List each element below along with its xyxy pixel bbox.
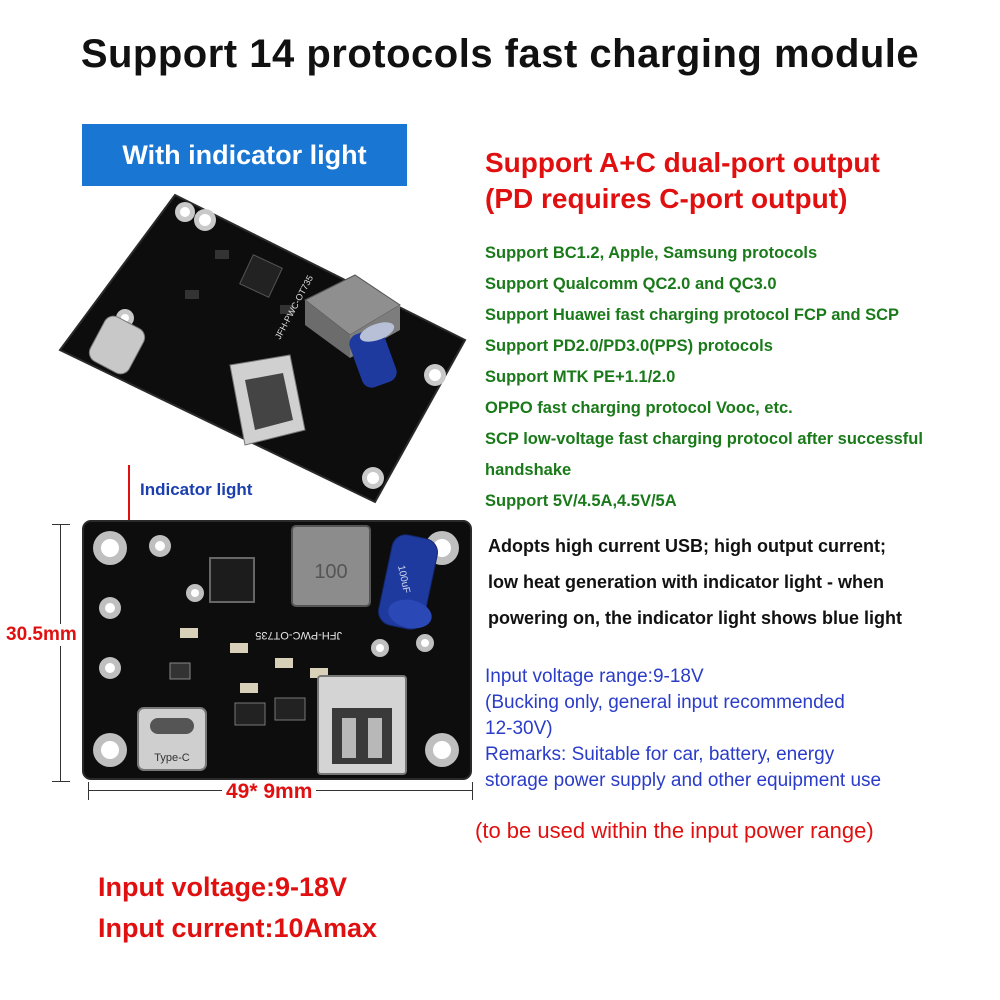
- headline: Support A+C dual-port output (PD require…: [485, 145, 880, 217]
- solder-pad: [99, 657, 121, 679]
- indicator-light-label: Indicator light: [140, 480, 253, 499]
- usb-a-contact: [368, 718, 382, 758]
- mounting-hole: [194, 209, 216, 231]
- protocol-item: Support MTK PE+1.1/2.0: [485, 368, 676, 386]
- input-info-line: storage power supply and other equipment…: [485, 770, 882, 791]
- solder-pad: [149, 535, 171, 557]
- mounting-hole: [362, 467, 384, 489]
- protocol-item: OPPO fast charging protocol Vooc, etc.: [485, 399, 793, 417]
- input-info-line: 12-30V): [485, 718, 553, 739]
- smd-resistor: [180, 628, 198, 638]
- mounting-hole: [93, 531, 127, 565]
- smd-resistor: [275, 658, 293, 668]
- capacitor: [378, 534, 438, 630]
- feature-line: low heat generation with indicator light…: [488, 572, 885, 592]
- solder-pad: [371, 639, 389, 657]
- dimension-tick: [472, 782, 473, 800]
- input-info-line: (Bucking only, general input recommended: [485, 692, 845, 713]
- input-info-line: Input voltage range:9-18V: [485, 666, 704, 687]
- mounting-hole: [424, 364, 446, 386]
- smd-resistor: [310, 668, 328, 678]
- smd-diode: [169, 662, 191, 680]
- range-note: (to be used within the input power range…: [475, 818, 874, 843]
- mounting-hole: [93, 733, 127, 767]
- usb-a-contact: [342, 718, 356, 758]
- inductor-label: 100: [314, 561, 347, 583]
- silkscreen-part-number: JFH-PWC-OT735: [255, 629, 342, 641]
- protocol-list: Support BC1.2, Apple, Samsung protocols …: [485, 238, 995, 517]
- usb-c-opening: [150, 718, 194, 734]
- mosfet: [274, 697, 306, 721]
- mounting-hole: [175, 202, 195, 222]
- feature-description: Adopts high current USB; high output cur…: [488, 528, 993, 636]
- protocol-item: handshake: [485, 461, 572, 479]
- dimension-tick: [88, 782, 89, 800]
- headline-line-2: (PD requires C-port output): [485, 183, 848, 214]
- protocol-item: Support PD2.0/PD3.0(PPS) protocols: [485, 337, 773, 355]
- protocol-item: Support BC1.2, Apple, Samsung protocols: [485, 244, 818, 262]
- smd-resistor: [240, 683, 258, 693]
- capacitor: [349, 322, 397, 388]
- dimension-tick: [52, 524, 70, 525]
- usb-c-label: Type-C: [154, 752, 190, 764]
- inductor: [291, 525, 371, 607]
- board-photo-top: 100 100uF JFH-PWC-OT735 Type-C: [82, 520, 472, 780]
- protocol-item: Support Huawei fast charging protocol FC…: [485, 306, 900, 324]
- usb-a-opening: [245, 373, 293, 430]
- dimension-tick: [52, 781, 70, 782]
- controller-chip: [239, 254, 283, 298]
- headline-line-1: Support A+C dual-port output: [485, 147, 880, 178]
- solder-pad: [99, 597, 121, 619]
- feature-line: powering on, the indicator light shows b…: [488, 608, 902, 628]
- feature-line: Adopts high current USB; high output cur…: [488, 536, 886, 556]
- mosfet: [234, 702, 266, 726]
- protocol-item: Support Qualcomm QC2.0 and QC3.0: [485, 275, 777, 293]
- smd-component: [215, 250, 229, 259]
- controller-chip: [209, 557, 255, 603]
- protocol-item: Support 5V/4.5A,4.5V/5A: [485, 492, 677, 510]
- spec-current: Input current:10Amax: [98, 913, 378, 943]
- indicator-badge: With indicator light: [82, 124, 407, 186]
- inductor-side: [305, 300, 350, 358]
- board-photo-angled: JFH-PWC-OT735: [58, 193, 467, 504]
- mounting-hole: [425, 733, 459, 767]
- solder-pad: [186, 584, 204, 602]
- smd-component: [280, 305, 294, 314]
- protocol-item: SCP low-voltage fast charging protocol a…: [485, 430, 923, 448]
- dimension-width-label: 49* 9mm: [222, 780, 317, 804]
- spec-voltage: Input voltage:9-18V: [98, 872, 348, 902]
- smd-component: [185, 290, 199, 299]
- solder-pad: [416, 634, 434, 652]
- input-info-line: Remarks: Suitable for car, battery, ener…: [485, 744, 835, 765]
- usb-c-port: [88, 315, 146, 375]
- smd-resistor: [230, 643, 248, 653]
- page-title: Support 14 protocols fast charging modul…: [80, 32, 920, 76]
- dimension-height-label: 30.5mm: [4, 624, 79, 646]
- input-info: Input voltage range:9-18V (Bucking only,…: [485, 664, 995, 794]
- usb-a-opening: [332, 708, 392, 764]
- dimension-line-vertical: [60, 524, 61, 782]
